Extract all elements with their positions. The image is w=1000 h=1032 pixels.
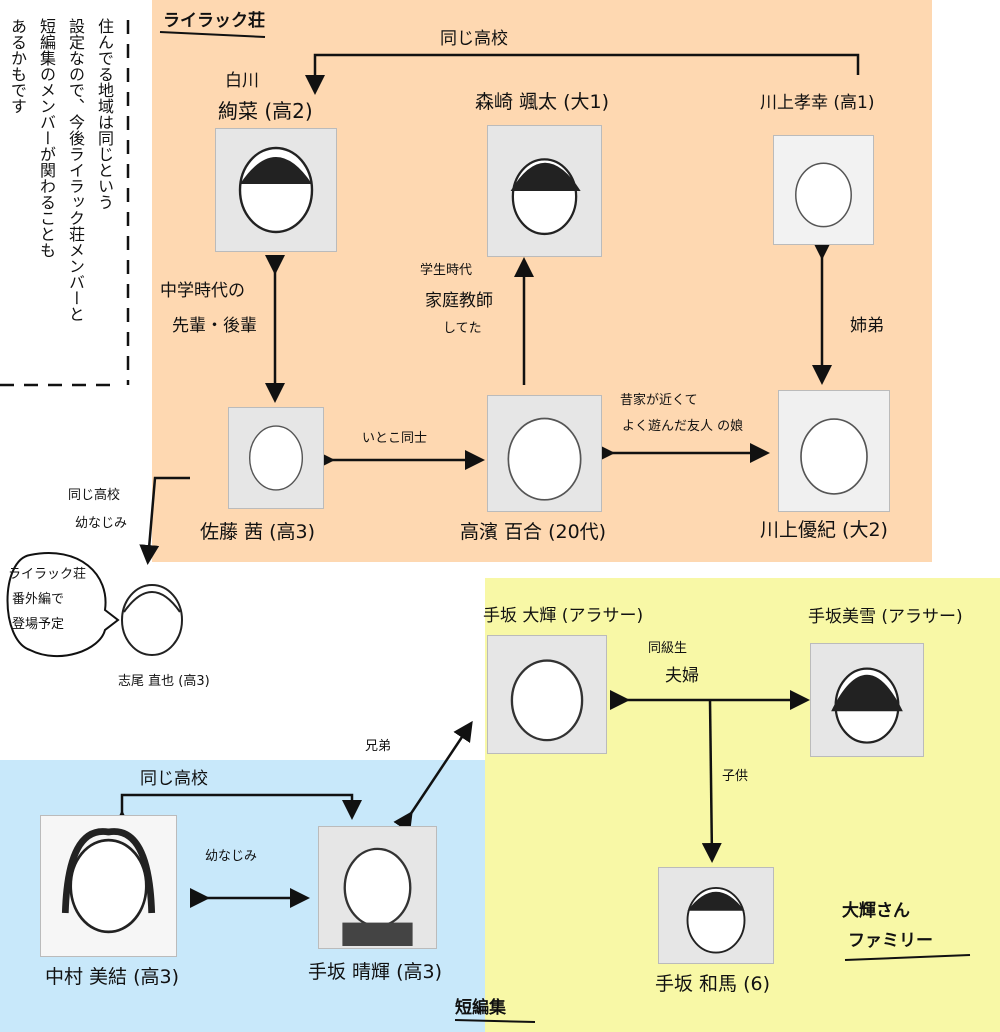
label-siblings: 姉弟 [850,316,884,336]
name-kawakami-takayuki: 川上孝幸 (高1) [760,93,875,113]
name-kawakami-yuki: 川上優紀 (大2) [760,519,888,541]
label-couple-1: 同級生 [648,641,688,656]
arrow-brothers [393,720,473,834]
label-tutor-1: 学生時代 [420,263,473,278]
lilac-label: ライラック荘 [163,11,265,31]
note-line: 設定なので、今後ライラック荘メンバーと [66,18,85,322]
label-cousins: いとこ同士 [362,431,428,446]
bubble-line-3: 登場予定 [12,617,65,632]
name-shirakawa-surname: 白川 [225,71,259,91]
tanpen-label: 短編集 [455,998,506,1018]
name-tesaka-haruki: 手坂 晴輝 (高3) [308,961,442,983]
portrait-tesaka-daiki [487,635,607,754]
name-morisaki: 森崎 颯太 (大1) [475,91,609,113]
family-label-1: 大輝さん [842,901,910,921]
portrait-shio-sketch [112,572,192,667]
label-middle-school-1: 中学時代の [160,281,245,301]
portrait-sato [228,407,324,509]
label-tutor-3: してた [443,321,482,336]
portrait-tesaka-kazuma [658,867,774,964]
portrait-tesaka-haruki [318,826,437,949]
name-nakamura: 中村 美結 (高3) [45,966,179,988]
speech-bubble [6,552,120,658]
bubble-line-2: 番外編で [12,592,65,607]
label-family-friend-1: 昔家が近くて [620,393,698,408]
label-couple-2: 夫婦 [665,666,699,686]
portrait-morisaki [487,125,602,257]
arrow-child [701,699,722,863]
portrait-shirakawa [215,128,337,252]
note-line: 住んでる地域は同じという [95,18,114,210]
name-shio: 志尾 直也 (高3) [118,674,210,689]
label-family-friend-2: よく遊んだ友人 の娘 [622,419,744,434]
arrow-shio [139,476,190,565]
label-childhood-friends: 幼なじみ [205,849,258,864]
label-middle-school-2: 先輩・後輩 [172,316,257,336]
note-line: あるかもです [8,18,27,114]
name-sato: 佐藤 茜 (高3) [200,521,315,543]
name-tesaka-miyuki: 手坂美雪 (アラサー) [808,607,963,627]
label-child: 子供 [722,769,749,784]
portrait-kawakami-yuki [778,390,890,512]
label-brothers: 兄弟 [365,739,392,754]
label-shio-2: 幼なじみ [75,516,128,531]
name-takahama: 高濱 百合 (20代) [460,521,607,543]
portrait-nakamura [40,815,177,957]
portrait-takahama [487,395,602,512]
label-shio-1: 同じ高校 [68,488,121,503]
arrow-same-school-bottom [112,793,362,830]
portrait-kawakami-takayuki [773,135,874,245]
label-same-school-bottom: 同じ高校 [140,769,208,789]
label-tutor-2: 家庭教師 [425,291,493,311]
arrow-same-school-top [305,53,860,95]
bubble-line-1: ライラック荘 [8,567,87,582]
family-label-2: ファミリー [848,931,933,951]
same-school-top-label: 同じ高校 [440,29,508,49]
name-shirakawa: 絢菜 (高2) [218,99,313,123]
name-tesaka-kazuma: 手坂 和馬 (6) [655,973,770,995]
portrait-tesaka-miyuki [810,643,924,757]
name-tesaka-daiki: 手坂 大輝 (アラサー) [483,606,644,626]
note-line: 短編集のメンバーが関わることも [37,18,56,258]
